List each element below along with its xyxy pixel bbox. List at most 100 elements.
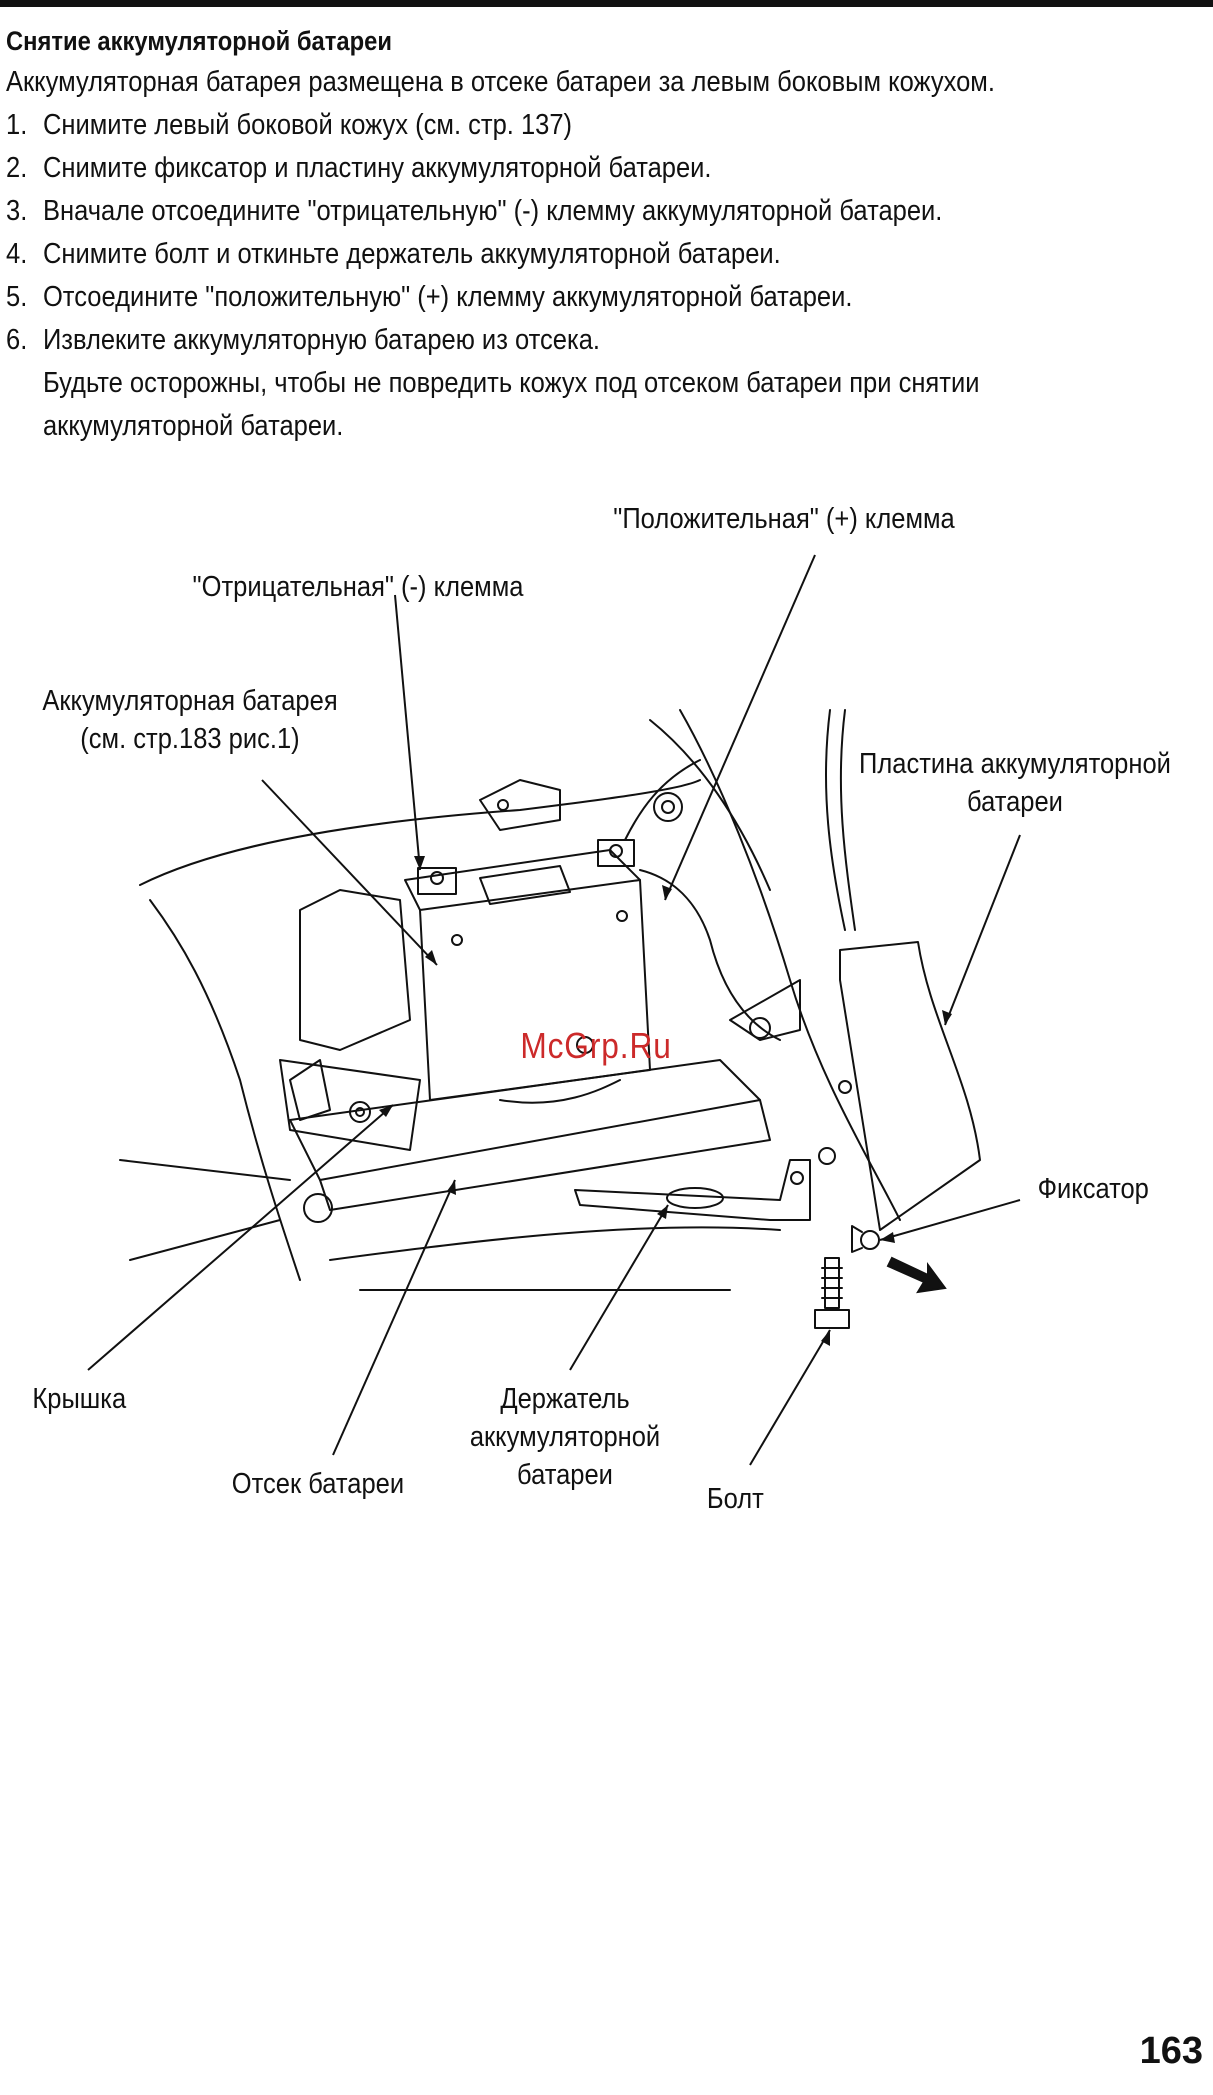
label-cover: Крышка [32, 1383, 127, 1415]
negative-terminal-shape [417, 867, 457, 895]
battery-case-tray [289, 1059, 761, 1181]
arrowhead [821, 1330, 830, 1346]
bolt-shank [824, 1257, 840, 1309]
label-battery-line: (см. стр.183 рис.1) [80, 723, 300, 755]
battery-vent [451, 934, 463, 946]
step-number: 4. [6, 238, 28, 270]
step-number: 1. [6, 109, 28, 141]
label-battery-plate: Пластина аккумуляторной батареи [843, 745, 1186, 821]
label-positive-terminal: "Положительная" (+) клемма [613, 503, 955, 535]
bolt-thread [821, 1267, 843, 1299]
side-bracket [299, 889, 411, 1051]
arrowhead [942, 1010, 952, 1025]
frame-outline [329, 1226, 781, 1261]
leader-holder [569, 1204, 669, 1371]
arrowhead [662, 885, 672, 900]
step-text: Снимите болт и откиньте держатель аккуму… [42, 238, 781, 270]
arrowhead [379, 1105, 393, 1117]
label-battery-plate-line: Пластина аккумуляторной [859, 748, 1171, 780]
battery-vent [616, 910, 628, 922]
label-battery-case: Отсек батареи [231, 1468, 405, 1500]
instructions-block: Снятие аккумуляторной батареи Аккумулято… [6, 22, 1206, 448]
battery-case-tray [319, 1099, 771, 1211]
upper-bracket [479, 779, 561, 831]
page-number: 163 [1139, 2030, 1203, 2072]
intro-text: Аккумуляторная батарея размещена в отсек… [6, 66, 995, 98]
frame-bolt [653, 792, 683, 822]
step-text: Вначале отсоедините "отрицательную" (-) … [42, 195, 943, 227]
arrowhead [447, 1180, 456, 1195]
battery-illustration [87, 554, 1021, 1466]
leader-positive-terminal [664, 554, 816, 901]
leader-battery [261, 779, 438, 966]
cable [624, 759, 701, 841]
label-battery: Аккумуляторная батарея (см. стр.183 рис.… [23, 682, 357, 758]
label-retainer: Фиксатор [1037, 1173, 1149, 1205]
step-text: Отсоедините "положительную" (+) клемму а… [42, 281, 853, 313]
holder-pad [666, 1187, 724, 1209]
label-negative-terminal: "Отрицательная" (-) клемма [192, 571, 524, 603]
battery-top [404, 849, 641, 911]
top-rule [0, 0, 1213, 7]
arrowhead [880, 1232, 895, 1243]
right-bracket [729, 979, 801, 1041]
label-battery-line: Аккумуляторная батарея [42, 685, 338, 717]
arrowhead [657, 1205, 668, 1219]
positive-terminal-shape [597, 839, 635, 867]
negative-terminal-bolt [430, 871, 444, 885]
leader-cover [87, 1104, 394, 1371]
plate-clip [838, 1080, 852, 1094]
label-holder-line: аккумуляторной [469, 1421, 661, 1453]
wire [824, 709, 846, 931]
frame-outline [119, 1159, 291, 1181]
bracket-screw [497, 799, 509, 811]
plate-clip [818, 1147, 836, 1165]
section-title: Снятие аккумуляторной батареи [6, 26, 392, 56]
holder-hole [790, 1171, 804, 1185]
label-battery-plate-line: батареи [967, 786, 1063, 818]
battery-top-label [479, 865, 571, 905]
arrowhead [425, 950, 437, 965]
step-number: 2. [6, 152, 28, 184]
leader-battery-case [332, 1179, 456, 1456]
battery-holder [574, 1159, 811, 1221]
label-bolt: Болт [706, 1483, 764, 1515]
step-number: 3. [6, 195, 28, 227]
cable [639, 869, 781, 1041]
frame-outline [649, 719, 771, 891]
cover-piece [279, 1059, 421, 1151]
battery-body [419, 879, 651, 1101]
leader-battery-plate [944, 834, 1021, 1026]
step-item: 2. Снимите фиксатор и пластину аккумулято… [6, 147, 1062, 190]
frame-bolt [661, 800, 675, 814]
step-number: 6. [6, 324, 28, 356]
positive-terminal-bolt [609, 844, 623, 858]
label-holder: Держатель аккумуляторной батареи [437, 1380, 692, 1494]
leader-retainer [879, 1199, 1021, 1241]
frame-outline [139, 779, 701, 886]
cover-screw [355, 1107, 365, 1117]
tray-screw [576, 1036, 594, 1054]
retainer-shape [851, 1225, 863, 1253]
step-text: Снимите левый боковой кожух (см. стр. 13… [42, 109, 573, 141]
step-item: 3. Вначале отсоедините "отрицательную" (-… [6, 190, 1062, 233]
leader-lines [87, 554, 1021, 1466]
frame-outline [129, 1219, 281, 1261]
step-number: 5. [6, 281, 28, 313]
frame-outline [149, 899, 301, 1281]
step-item: 1. Снимите левый боковой кожух (см. стр. … [6, 104, 1062, 147]
step-text: Снимите фиксатор и пластину аккумуляторн… [42, 152, 712, 184]
bolt-head [814, 1309, 850, 1329]
step-item: 5. Отсоедините "положительную" (+) клемму… [6, 276, 1062, 319]
steps-list: 1. Снимите левый боковой кожух (см. стр. … [6, 104, 1206, 448]
battery-removal-figure: "Положительная" (+) клемма "Отрицательна… [0, 460, 1213, 1560]
step-item: 6.Извлеките аккумуляторную батарею из от… [6, 319, 1062, 448]
watermark-text: McGrp.Ru [520, 1025, 672, 1066]
leader-negative-terminal [394, 594, 421, 871]
right-bracket-bolt [749, 1017, 771, 1039]
leader-arrowheads [379, 856, 952, 1346]
step-item: 4. Снимите болт и откиньте держатель акку… [6, 233, 1062, 276]
leader-bolt [749, 1329, 831, 1466]
cable [499, 1079, 621, 1104]
label-holder-line: Держатель [500, 1383, 630, 1415]
